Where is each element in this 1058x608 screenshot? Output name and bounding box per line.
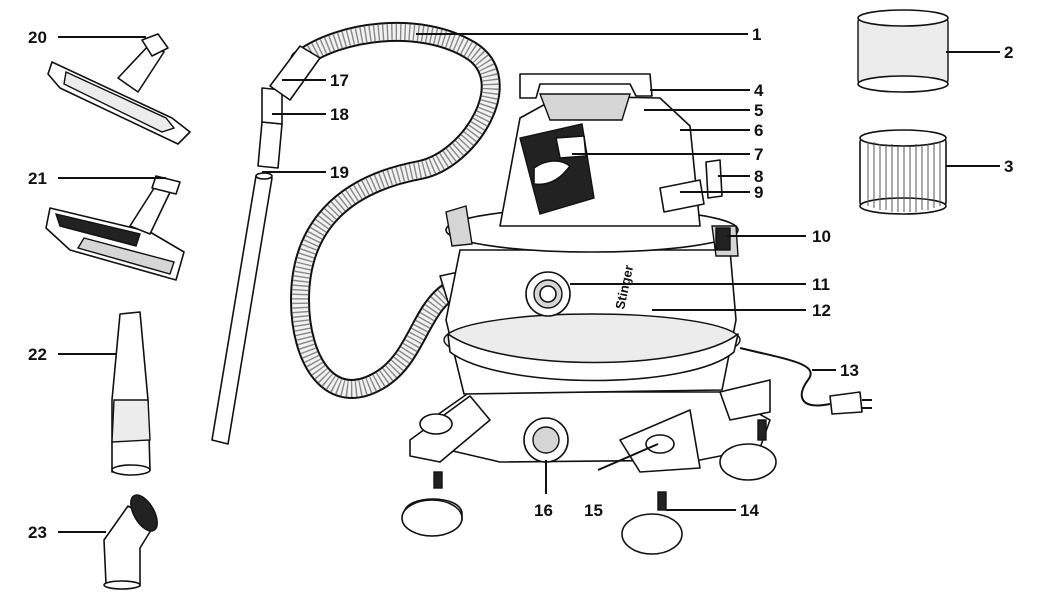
dusting-brush-drawing (103, 494, 158, 590)
cartridge-filter-drawing (859, 129, 947, 215)
callout-7: 7 (754, 145, 763, 164)
callout-20: 20 (28, 28, 47, 47)
foam-sleeve-drawing (857, 9, 949, 93)
caster-front-left (401, 471, 463, 537)
callout-16: 16 (534, 501, 553, 520)
vacuum-body-drawing (401, 73, 872, 555)
caster-front-right (621, 491, 683, 555)
callout-14: 14 (740, 501, 759, 520)
utility-nozzle-drawing (45, 175, 185, 281)
callout-3: 3 (1004, 157, 1013, 176)
callout-10: 10 (812, 227, 831, 246)
callout-11: 11 (812, 275, 830, 294)
callout-13: 13 (840, 361, 859, 380)
floor-nozzle-drawing (47, 33, 191, 145)
callout-18: 18 (330, 105, 349, 124)
callout-19: 19 (330, 163, 349, 182)
callout-5: 5 (754, 101, 763, 120)
callout-9: 9 (754, 183, 763, 202)
callout-15: 15 (584, 501, 603, 520)
callout-2: 2 (1004, 43, 1013, 62)
callout-21: 21 (28, 169, 47, 188)
extension-wand-drawing (211, 87, 283, 445)
callout-12: 12 (812, 301, 831, 320)
caster-rear-right (719, 419, 777, 481)
callout-23: 23 (28, 523, 47, 542)
callout-6: 6 (754, 121, 763, 140)
leader-lines (58, 33, 1000, 533)
callout-17: 17 (330, 71, 349, 90)
callout-22: 22 (28, 345, 47, 364)
callout-8: 8 (754, 167, 763, 186)
callout-numbers: 1 2 3 4 5 6 7 8 9 10 11 12 13 14 15 16 1… (28, 25, 1013, 542)
hose-drawing (269, 21, 501, 399)
callout-4: 4 (754, 81, 764, 100)
callout-1: 1 (752, 25, 761, 44)
crevice-tool-drawing (111, 311, 151, 476)
